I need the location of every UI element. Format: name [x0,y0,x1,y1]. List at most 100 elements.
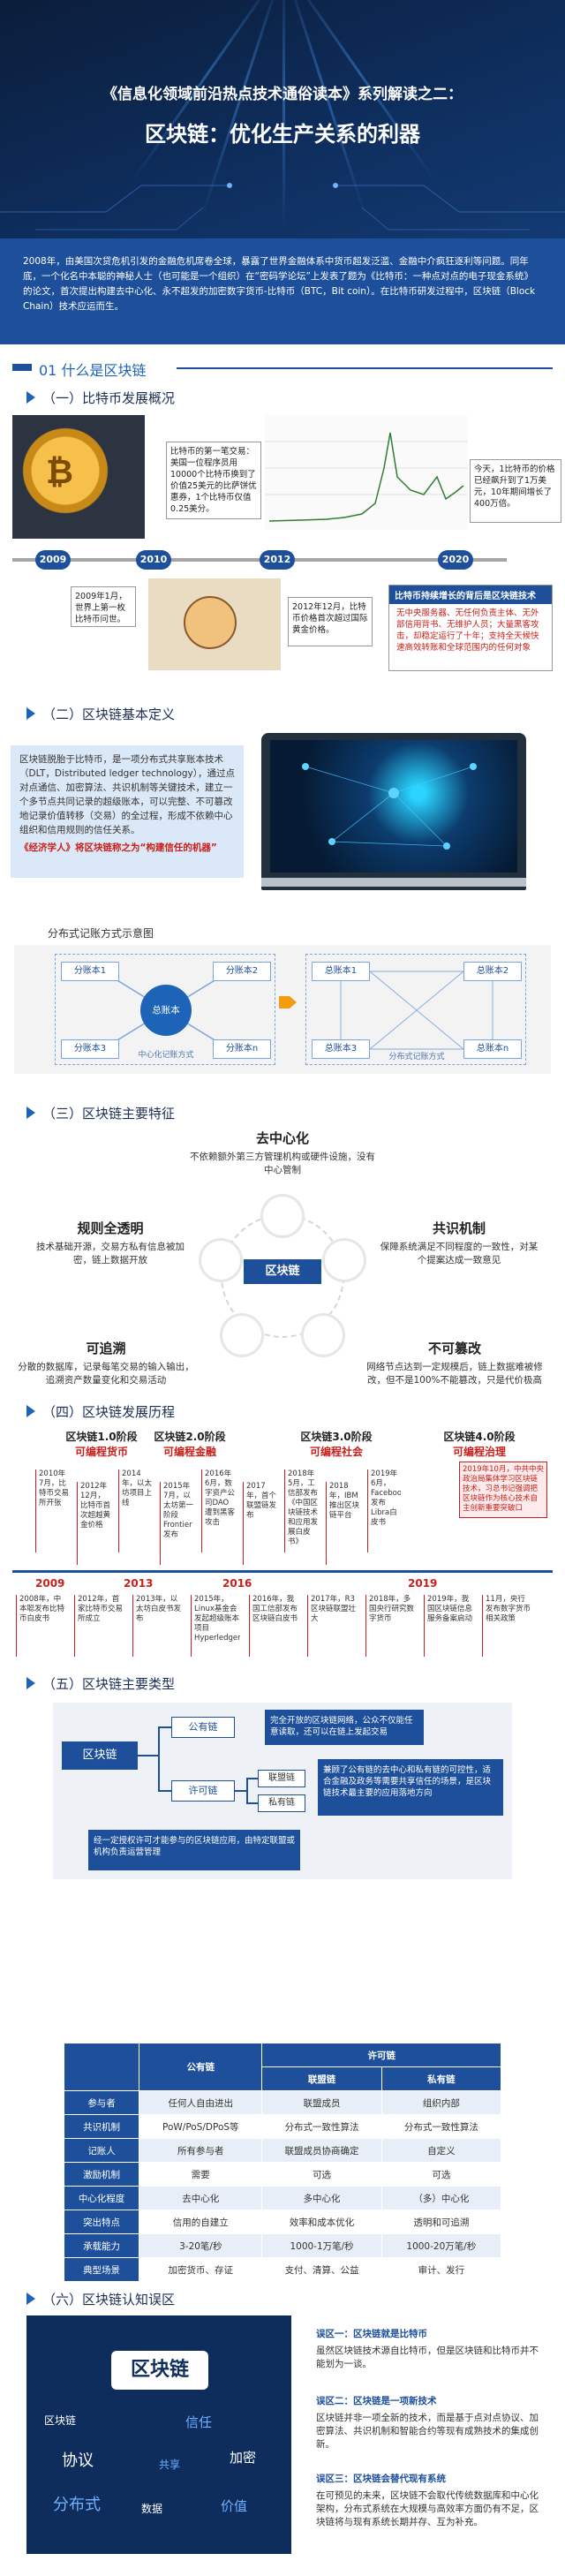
node-total-n: 总账本n [463,1039,522,1059]
definition-panel: 区块链脱胎于比特币，是一项分布式共享账本技术（DLT，Distributed l… [11,745,244,878]
note-public: 完全开放的区块链网络，公众不仅能任意读取，还可以在链上发起交易 [265,1710,424,1745]
section-header-01: 01 什么是区块链 [0,355,565,380]
table-header-permission: 许可链 [261,2043,501,2067]
dev-top-event: 2017年，首个联盟链发布 [243,1482,276,1565]
ledger-diagram: 分账本1 分账本2 分账本3 分账本n 总账本 中心化记账方式 总账本1 总账本… [14,945,551,1074]
table-cell: 组织内部 [380,2090,502,2115]
dev-bottom-event: 11月，央行发布数字货币相关政策 [482,1595,531,1657]
history-box-2020: 今天，1比特币的价格已经飙升到了1万美元，10年期间增长了400万倍。 [470,459,561,523]
table-row: 激励机制需要可选可选 [63,2162,502,2187]
pizza-cartoon-image [148,578,281,670]
table-cell: 自定义 [380,2138,502,2163]
node-total-2: 总账本2 [463,962,522,981]
table-cell: （多）中心化 [380,2186,502,2210]
dev-top-event: 2019年6月，Facebook发布Libra白皮书 [367,1469,401,1552]
dev-bottom-event: 2016年，我国工信部发布区块链白皮书 [249,1595,298,1657]
table-cell: 可选 [380,2162,502,2187]
heading-types: （五）区块链主要类型 [26,1674,175,1693]
table-cell: 突出特点 [63,2210,140,2234]
history-box-2009: 2009年1月，世界上第一枚比特币问世。 [71,586,136,627]
heading-misconceptions: （六）区块链认知误区 [26,2290,175,2308]
table-cell: 加密货币、存证 [139,2257,263,2282]
dev-year-2019: 2019 [408,1577,438,1590]
history-box-2012: 2012年12月，比特币价格首次超过国际黄金价格。 [288,597,373,646]
wordcloud-image: 区块链信任协议共享加密分布式数据价值 区块链 [26,2315,291,2554]
table-cell: 1000-20万笔/秒 [380,2233,502,2258]
dev-bottom-event: 2015年，Linux基金会发起超级账本项目Hyperledger [191,1595,240,1657]
dev-bottom-event: 2017年，R3区块链联盟壮大 [307,1595,357,1657]
types-root: 区块链 [62,1741,138,1770]
dev-top-event: 2018年，IBM推出区块链平台 [326,1482,359,1565]
node-sub-n: 分账本n [213,1039,271,1059]
feature-consensus: 共识机制保障系统满足不同程度的一致性，对某个提案达成一致意见 [380,1220,539,1266]
section-number: 01 [39,362,57,379]
laptop-image [261,733,526,890]
table-header-consortium: 联盟链 [261,2066,382,2091]
triangle-icon [26,1405,35,1417]
table-header-blank [63,2043,140,2091]
dev-top-event: 2014年，以太坊项目上线 [118,1469,152,1552]
hero-subtitle: 《信息化领域前沿热点技术通俗读本》系列解读之二： [102,86,463,103]
history-box-2010: 比特币的第一笔交易：美国一位程序员用10000个比特币换到了价值25美元的比萨饼… [166,442,261,519]
dev-bottom-event: 2013年，以太坊白皮书发布 [132,1595,182,1657]
section-marker [12,364,32,371]
table-cell: 透明和可追溯 [380,2210,502,2234]
wordcloud-tag: 数据 [141,2503,163,2515]
arrow-right-icon [279,996,297,1008]
year-2010: 2010 [136,550,171,570]
bitcoin-icon: ₿ [46,452,73,491]
note-permission: 兼顾了公有链的去中心和私有链的可控性，适合金融及政务等需要共享信任的场景，是区块… [318,1759,503,1816]
types-diagram: 区块链 公有链 许可链 联盟链 私有链 完全开放的区块链网络，公众不仅能任意读取… [53,1703,512,1879]
table-cell: 效率和成本优化 [261,2210,382,2234]
table-cell: 3-20笔/秒 [139,2233,263,2258]
distributed-caption: 分布式记账方式 [388,1053,445,1061]
price-chart-image [265,415,468,530]
heading-history: （一）比特币发展概况 [26,389,175,407]
triangle-icon [26,391,35,404]
dev-year-2013: 2013 [124,1577,154,1590]
table-cell: 分布式一致性算法 [380,2114,502,2139]
triangle-icon [26,1107,35,1119]
table-cell: 联盟成员协商确定 [261,2138,382,2163]
dev-bottom-event: 2012年，首家比特币交易所成立 [74,1595,124,1657]
dev-axis [12,1570,553,1573]
stage-3: 区块链3.0阶段可编程社会 [300,1431,373,1458]
table-header-private: 私有链 [380,2066,502,2091]
dev-top-event: 2015年7月，以太坊第一阶段Frontier发布 [160,1482,193,1565]
table-cell: 中心化程度 [63,2186,140,2210]
table-cell: 承载能力 [63,2233,140,2258]
icon-consensus [325,1241,364,1280]
table-row: 参与者任何人自由进出联盟成员组织内部 [63,2090,502,2115]
heading-development: （四）区块链发展历程 [26,1402,175,1421]
feature-transparent: 规则全透明技术基础开源，交易方私有信息被加密，链上数据开放 [36,1220,185,1266]
central-ledger: 总账本 [140,985,192,1036]
table-cell: 参与者 [63,2090,140,2115]
table-row: 记账人所有参与者联盟成员协商确定自定义 [63,2138,502,2163]
feature-traceable: 可追溯分散的数据库，记录每笔交易的输入输出，追溯资产数量变化和交易活动 [18,1341,194,1386]
dev-bottom-event: 2019年，我国区块链信息服务备案启动 [424,1595,473,1657]
feature-immutable: 不可篡改网络节点达到一定规模后，链上数据难被修改，但不是100%不能篡改，只是代… [366,1341,543,1386]
table-cell: 分布式一致性算法 [261,2114,382,2139]
wordcloud-tag: 协议 [62,2451,94,2470]
dev-bottom-event: 2008年，中本聪发布比特币白皮书 [16,1595,65,1657]
table-cell: 可选 [261,2162,382,2187]
dev-top-event: 2018年5月，工信部发布《中国区块链技术和应用发展白皮书》 [284,1469,318,1552]
node-total-3: 总账本3 [312,1039,370,1059]
misconception-1: 误区一：区块链就是比特币虽然区块链技术源自比特币，但是区块链和比特币并不能划为一… [316,2329,539,2369]
wordcloud-tag: 区块链 [44,2414,77,2427]
dev-top-event: 2010年7月，比特币交易所开张 [35,1469,69,1552]
definition-text: 区块链脱胎于比特币，是一项分布式共享账本技术（DLT，Distributed l… [19,754,236,835]
wordcloud-tag: 分布式 [53,2496,101,2514]
wordcloud-tag: 加密 [230,2450,257,2466]
wordcloud-tag: 共享 [159,2459,181,2471]
wordcloud-tag: 价值 [221,2498,248,2514]
misconception-3: 误区三：区块链会替代现有系统在可预见的未来，区块链不会取代传统数据库和中心化架构… [316,2474,539,2527]
heading-definition: （二）区块链基本定义 [26,705,175,723]
heading-features: （三）区块链主要特征 [26,1104,175,1122]
icon-trace [222,1316,261,1355]
note-bottom: 经一定授权许可才能参与的区块链应用，由特定联盟或机构负责运营管理 [88,1830,300,1870]
intro-paragraph: 2008年，由美国次贷危机引发的金融危机席卷全球，暴露了世界金融体系中货币超发泛… [0,238,565,344]
